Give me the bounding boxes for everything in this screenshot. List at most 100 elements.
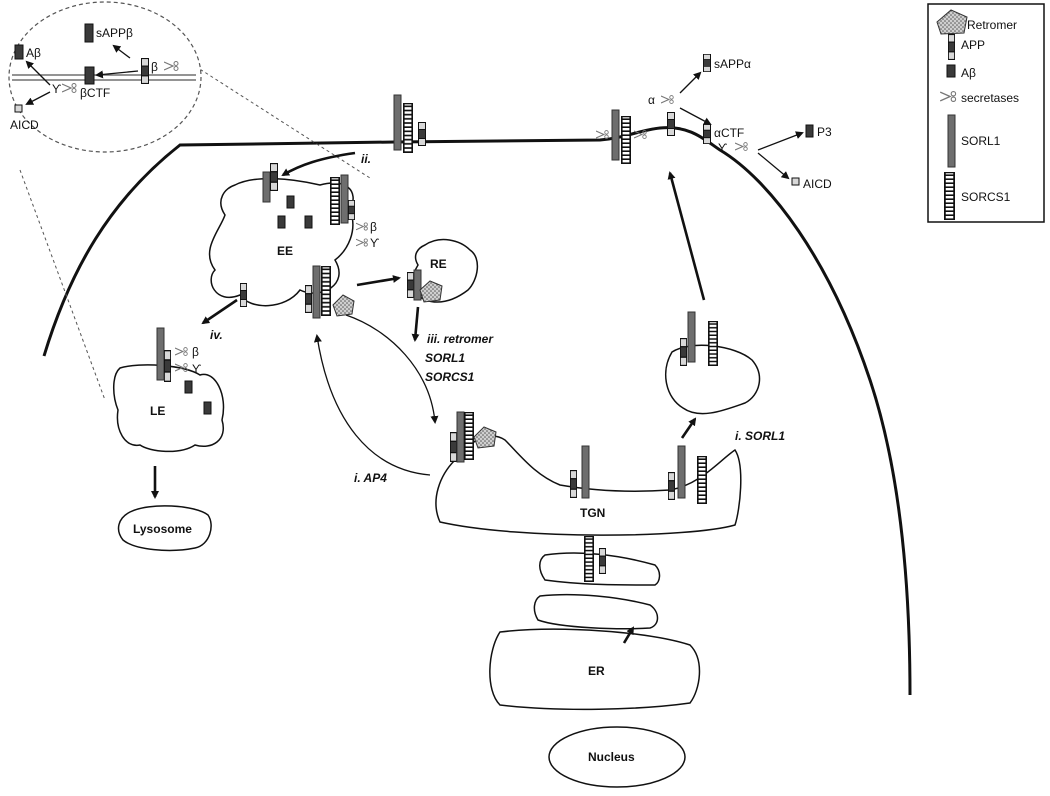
- abeta-icon: [286, 195, 295, 209]
- pathway-iii-sorl1-label: SORL1: [425, 351, 465, 365]
- cell-membrane: [42, 126, 912, 696]
- legend-secretases-label: secretases: [961, 91, 1019, 105]
- alpha-label: α: [648, 93, 655, 107]
- app-icon: [240, 283, 247, 307]
- sorl1-icon: [581, 445, 590, 499]
- sorl1-icon: [156, 327, 165, 381]
- aicd-label: AICD: [803, 177, 832, 191]
- legend-sorl1-label: SORL1: [961, 134, 1001, 148]
- app-icon: [680, 338, 687, 366]
- retromer-icon: [332, 294, 355, 317]
- legend-retromer-label: Retromer: [967, 18, 1017, 32]
- lysosome-label: Lysosome: [133, 522, 192, 536]
- sorl1-icon: [611, 109, 620, 161]
- secretase-icon: [356, 238, 368, 247]
- late-endosome: LE β Ƴ: [113, 327, 225, 453]
- legend-app-label: APP: [961, 38, 985, 52]
- endoplasmic-reticulum: ER: [489, 536, 701, 711]
- secretase-icon: [175, 347, 188, 356]
- bctf-icon: [84, 66, 95, 85]
- sorcs1-icon: [330, 177, 340, 225]
- sorl1-icon: [456, 411, 465, 463]
- sorl1-icon: [262, 171, 271, 203]
- retromer-icon: [473, 426, 497, 449]
- sorcs1-icon: [321, 266, 331, 316]
- app-icon: [450, 432, 457, 462]
- inset-sappb-label: sAPPβ: [96, 26, 133, 40]
- app-icon: [667, 112, 675, 136]
- sappa-icon: [703, 54, 711, 72]
- nucleus-label: Nucleus: [588, 750, 635, 764]
- pathway-i-ap4-label: i. AP4: [354, 471, 387, 485]
- abeta-icon: [304, 215, 313, 229]
- inset-bctf-label: βCTF: [80, 86, 110, 100]
- sorcs1-icon: [621, 116, 631, 164]
- sappb-icon: [84, 23, 94, 43]
- sorcs1-icon: [697, 456, 707, 504]
- ee-gamma-label: Ƴ: [370, 236, 379, 250]
- pathway-iii-sorcs1-label: SORCS1: [425, 370, 475, 384]
- sappa-label: sAPPα: [714, 57, 751, 71]
- transport-vesicle: [664, 311, 761, 415]
- membrane-receptors-right: [596, 109, 711, 164]
- tgn-label: TGN: [580, 506, 605, 520]
- app-icon: [703, 124, 711, 144]
- aicd-icon: [14, 104, 23, 113]
- sorl1-icon: [687, 311, 696, 363]
- abeta-icon: [184, 380, 193, 394]
- sorl1-icon: [312, 265, 321, 319]
- sorcs1-icon: [464, 412, 474, 460]
- sorcs1-icon: [708, 321, 718, 366]
- legend-sorcs1-icon: [944, 172, 955, 220]
- app-icon: [418, 122, 426, 146]
- p3-icon: [805, 124, 814, 138]
- app-icon: [570, 470, 577, 498]
- pathway-arrows: [151, 151, 706, 644]
- sorcs1-icon: [403, 103, 413, 153]
- non-amyloidogenic-pathway: sAPPα α αCTF Ƴ P3 AICD: [648, 54, 832, 191]
- abeta-icon: [203, 401, 212, 415]
- app-icon: [668, 472, 675, 500]
- early-endosome: EE β Ƴ: [208, 163, 379, 319]
- secretase-icon: [735, 142, 748, 151]
- legend-retromer-icon: [936, 9, 968, 35]
- sorl1-icon: [393, 94, 402, 151]
- app-icon: [305, 285, 312, 313]
- app-icon: [407, 272, 414, 298]
- app-icon: [141, 58, 149, 84]
- abeta-icon: [277, 215, 286, 229]
- pathway-ii-label: ii.: [361, 152, 371, 166]
- p3-label: P3: [817, 125, 832, 139]
- app-icon: [599, 548, 606, 574]
- legend-sorcs1-label: SORCS1: [961, 190, 1011, 204]
- legend-abeta-label: Aβ: [961, 66, 976, 80]
- ee-label: EE: [277, 244, 293, 258]
- inset-guide-lines: [19, 49, 371, 401]
- legend-app-icon: [948, 34, 955, 60]
- inset-aicd-label: AICD: [10, 118, 39, 132]
- er-label: ER: [588, 664, 605, 678]
- ee-beta-label: β: [370, 220, 377, 234]
- sorl1-icon: [340, 174, 349, 224]
- pathway-i-sorl1-label: i. SORL1: [735, 429, 785, 443]
- inset-abeta-label: Aβ: [26, 46, 41, 60]
- lysosome: Lysosome: [117, 505, 212, 552]
- sorl1-icon: [677, 445, 686, 499]
- trans-golgi-network: TGN: [435, 411, 742, 536]
- retromer-icon: [419, 280, 443, 303]
- recycling-endosome: RE: [407, 238, 479, 303]
- sorcs1-icon: [584, 536, 594, 582]
- inset-gamma-label: Ƴ: [52, 82, 61, 96]
- legend-abeta-icon: [946, 64, 956, 78]
- legend-sorl1-icon: [947, 114, 956, 168]
- secretase-icon: [596, 130, 609, 139]
- secretase-icon: [661, 95, 674, 104]
- pathway-labels: ii. iii. retromer SORL1 SORCS1 iv. i. AP…: [210, 152, 785, 485]
- app-icon: [164, 350, 171, 382]
- aicd-icon: [791, 177, 800, 186]
- pathway-iii-label: iii. retromer: [427, 332, 494, 346]
- abeta-icon: [14, 44, 24, 60]
- le-label: LE: [150, 404, 165, 418]
- app-icon: [348, 200, 355, 220]
- le-gamma-label: Ƴ: [192, 362, 201, 376]
